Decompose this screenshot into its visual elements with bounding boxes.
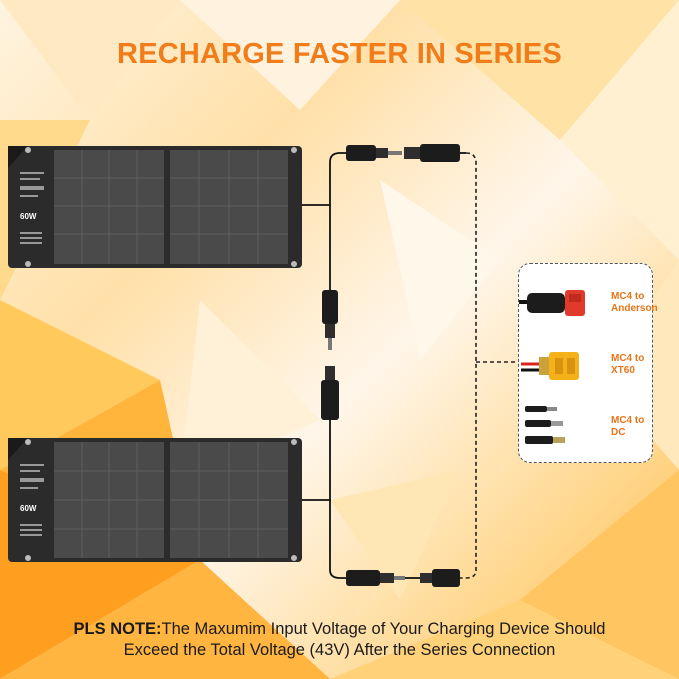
note-line2: Exceed the Total Voltage (43V) After the… [123, 641, 556, 659]
xt60-connector-icon [521, 352, 579, 380]
page-title: RECHARGE FASTER IN SERIES [117, 38, 562, 70]
connector-label-line1: MC4 to [611, 415, 645, 426]
connector-illustrations [519, 290, 585, 444]
series-voltage-note: PLS NOTE:The Maxumim Input Voltage of Yo… [0, 619, 679, 661]
connector-label-dc: MC4 to DC [611, 415, 644, 439]
connector-options-card: MC4 to Anderson MC4 to XT60 MC4 to DC [518, 263, 658, 463]
connector-label-anderson: MC4 to Anderson [611, 291, 658, 315]
panel-top-wattage: 60W [20, 212, 37, 221]
mc4-connector-vertical-lower [321, 366, 339, 420]
connector-label-line2: XT60 [611, 365, 635, 376]
solar-panel-bottom [8, 438, 302, 562]
solar-panel-top [8, 146, 302, 268]
connector-label-line2: Anderson [611, 303, 658, 314]
mc4-connector-male-bottom [346, 570, 405, 586]
connector-label-line1: MC4 to [611, 353, 645, 364]
panel-bottom-wattage: 60W [20, 504, 37, 513]
connector-label-xt60: MC4 to XT60 [611, 353, 644, 377]
extension-cable [460, 152, 518, 579]
mc4-connector-male-top [346, 145, 402, 161]
connector-label-line2: DC [611, 427, 626, 438]
mc4-connector-vertical-upper [322, 290, 338, 350]
note-prefix: PLS NOTE: [73, 620, 162, 638]
mc4-connector-female-top [404, 144, 460, 162]
series-cables [300, 152, 466, 579]
anderson-connector-icon [519, 290, 585, 316]
dc-plugs-icon [525, 406, 565, 444]
mc4-connector-female-bottom [420, 569, 460, 587]
note-line1: The Maxumim Input Voltage of Your Chargi… [161, 620, 606, 638]
connector-label-line1: MC4 to [611, 291, 645, 302]
